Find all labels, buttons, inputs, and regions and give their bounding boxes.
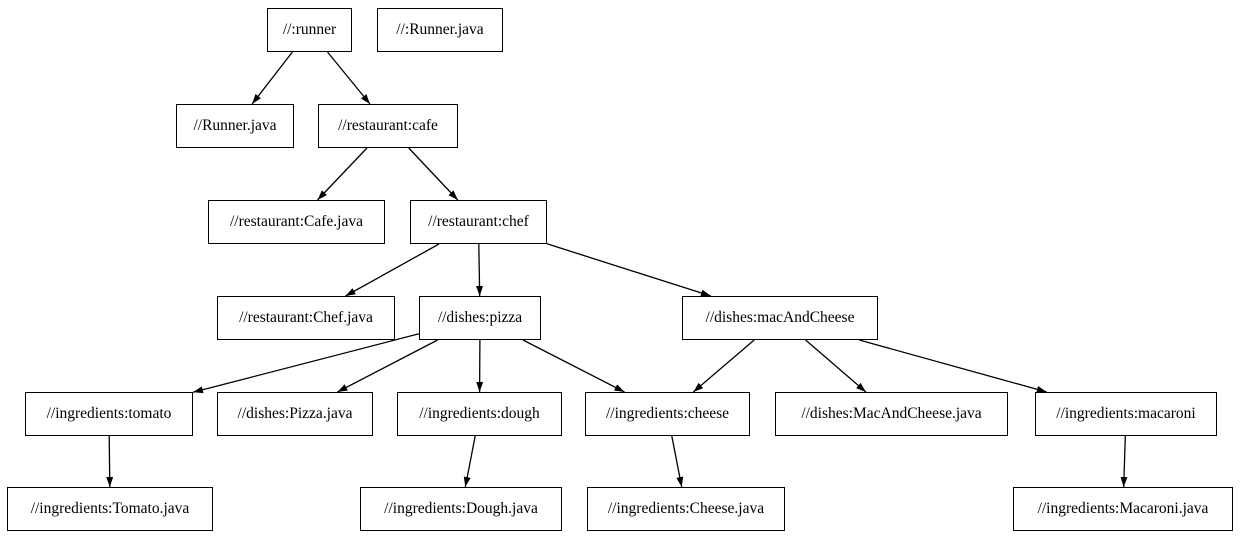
node-label: //ingredients:Tomato.java — [30, 500, 190, 518]
node-macandcheese_java: //dishes:MacAndCheese.java — [775, 392, 1008, 436]
edge-chef-to-chef_java — [345, 243, 440, 297]
edge-cheese-to-cheese_java — [671, 435, 684, 488]
node-dough_java: //ingredients:Dough.java — [360, 487, 562, 531]
node-pizza: //dishes:pizza — [419, 296, 541, 340]
edge-group — [106, 51, 1128, 488]
node-label: //Runner.java — [193, 117, 277, 135]
edge-chef-to-pizza — [476, 243, 484, 297]
node-label: //ingredients:Macaroni.java — [1037, 500, 1209, 518]
node-label: //ingredients:tomato — [46, 405, 172, 423]
node-tomato: //ingredients:tomato — [25, 392, 193, 436]
node-label: //ingredients:dough — [419, 405, 540, 423]
node-cafe: //restaurant:cafe — [318, 104, 458, 148]
edge-chef-to-macandcheese — [546, 243, 712, 297]
node-chef_java: //restaurant:Chef.java — [217, 296, 395, 340]
edge-cafe-to-chef — [408, 147, 459, 201]
node-macaroni: //ingredients:macaroni — [1035, 392, 1217, 436]
node-cheese_java: //ingredients:Cheese.java — [587, 487, 785, 531]
edge-pizza-to-cheese — [522, 339, 625, 393]
edge-pizza-to-pizza_java — [337, 339, 438, 393]
edge-pizza-to-tomato — [192, 333, 420, 394]
node-runner: //:runner — [267, 8, 352, 52]
node-cheese: //ingredients:cheese — [585, 392, 750, 436]
edge-macandcheese-to-cheese — [692, 339, 755, 393]
node-label: //ingredients:cheese — [605, 405, 730, 423]
node-chef: //restaurant:chef — [410, 200, 547, 244]
node-label: //:runner — [282, 21, 337, 39]
node-label: //dishes:macAndCheese — [705, 309, 855, 327]
node-tomato_java: //ingredients:Tomato.java — [7, 487, 213, 531]
node-label: //restaurant:Cafe.java — [230, 213, 363, 231]
edge-runner-to-runner_java — [251, 51, 293, 105]
node-macaroni_java: //ingredients:Macaroni.java — [1013, 487, 1233, 531]
node-label: //restaurant:chef — [428, 213, 529, 231]
node-label: //restaurant:Chef.java — [239, 309, 373, 327]
node-label: //dishes:MacAndCheese.java — [801, 405, 982, 423]
node-label: //dishes:Pizza.java — [237, 405, 353, 423]
node-cafe_java: //restaurant:Cafe.java — [208, 200, 385, 244]
node-runner_java: //Runner.java — [176, 104, 294, 148]
node-label: //:Runner.java — [396, 21, 484, 39]
node-dough: //ingredients:dough — [397, 392, 562, 436]
node-runner_java_top: //:Runner.java — [377, 8, 503, 52]
edge-macaroni-to-macaroni_java — [1120, 435, 1128, 488]
edge-runner-to-cafe — [326, 51, 371, 105]
edge-macandcheese-to-macandcheese_java — [805, 339, 867, 393]
node-macandcheese: //dishes:macAndCheese — [682, 296, 878, 340]
node-pizza_java: //dishes:Pizza.java — [217, 392, 373, 436]
node-label: //restaurant:cafe — [338, 117, 438, 135]
edge-cafe-to-cafe_java — [317, 147, 368, 201]
edge-macandcheese-to-macaroni — [859, 339, 1047, 393]
edge-tomato-to-tomato_java — [106, 435, 114, 488]
node-label: //ingredients:Dough.java — [384, 500, 538, 518]
node-label: //dishes:pizza — [437, 309, 523, 327]
edge-dough-to-dough_java — [463, 435, 476, 488]
node-label: //ingredients:macaroni — [1056, 405, 1196, 423]
node-label: //ingredients:Cheese.java — [607, 500, 765, 518]
